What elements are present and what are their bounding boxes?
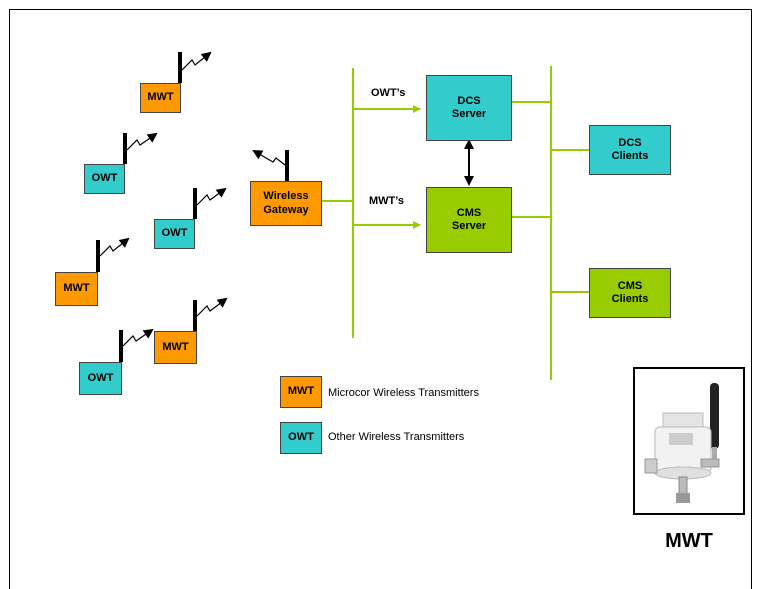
owts-link-label: OWT’s <box>371 87 406 99</box>
mwt-photo-caption: MWT <box>665 530 713 552</box>
legend-mwt-swatch: MWT <box>280 376 322 408</box>
diagram-wiring <box>96 51 589 380</box>
wireless-gateway-label-line1: Wireless <box>263 190 309 203</box>
antenna-icon-owt-1 <box>123 132 158 164</box>
mwt-device-illustration <box>644 383 720 503</box>
antenna-icon-owt-3 <box>119 328 154 362</box>
legend-owt-text: Other Wireless Transmitters <box>328 431 465 443</box>
cms-clients-label-line2: Clients <box>611 293 649 305</box>
cms-server-label-line2: Server <box>451 220 487 232</box>
dcs-server-label-line2: Server <box>451 108 487 120</box>
mwt-node-2: MWT <box>55 272 98 306</box>
mwt-node-1-label: MWT <box>147 91 174 104</box>
mwt-product-photo <box>633 367 745 515</box>
owt-node-3-label: OWT <box>87 371 114 384</box>
mwts-link-label: MWT’s <box>369 195 405 207</box>
owt-node-2-label: OWT <box>161 227 188 240</box>
cms-clients-label-line1: CMS <box>617 279 643 292</box>
antenna-icon-gateway <box>252 149 289 181</box>
antenna-icon-mwt-1 <box>178 51 212 83</box>
legend-owt-swatch: OWT <box>280 422 322 454</box>
wireless-gateway-label-line2: Gateway <box>263 203 309 216</box>
dcs-server-label-line1: DCS <box>457 94 481 107</box>
mwt-node-3-label: MWT <box>162 340 189 353</box>
dcs-server-node: DCS Server <box>426 75 512 141</box>
mwt-node-1: MWT <box>140 83 181 113</box>
dcs-clients-label-line1: DCS <box>618 136 642 149</box>
mwt-node-2-label: MWT <box>63 282 90 295</box>
cms-server-node: CMS Server <box>426 187 512 253</box>
owt-node-3: OWT <box>79 362 122 395</box>
dcs-clients-node: DCS Clients <box>589 125 671 175</box>
wireless-gateway-node: Wireless Gateway <box>250 181 322 226</box>
legend-mwt-code: MWT <box>287 385 315 398</box>
antenna-icon-mwt-3 <box>193 297 228 331</box>
antenna-icon-owt-2 <box>193 187 227 219</box>
owt-node-2: OWT <box>154 219 195 249</box>
antenna-icon-mwt-2 <box>96 237 130 272</box>
legend-mwt-text: Microcor Wireless Transmitters <box>328 387 479 399</box>
owt-node-1: OWT <box>84 164 125 194</box>
cms-clients-node: CMS Clients <box>589 268 671 318</box>
owt-node-1-label: OWT <box>91 172 118 185</box>
legend-owt-code: OWT <box>288 431 314 444</box>
dcs-clients-label-line2: Clients <box>611 150 649 162</box>
cms-server-label-line1: CMS <box>456 206 482 219</box>
slide-frame <box>9 9 752 589</box>
mwt-node-3: MWT <box>154 331 197 364</box>
